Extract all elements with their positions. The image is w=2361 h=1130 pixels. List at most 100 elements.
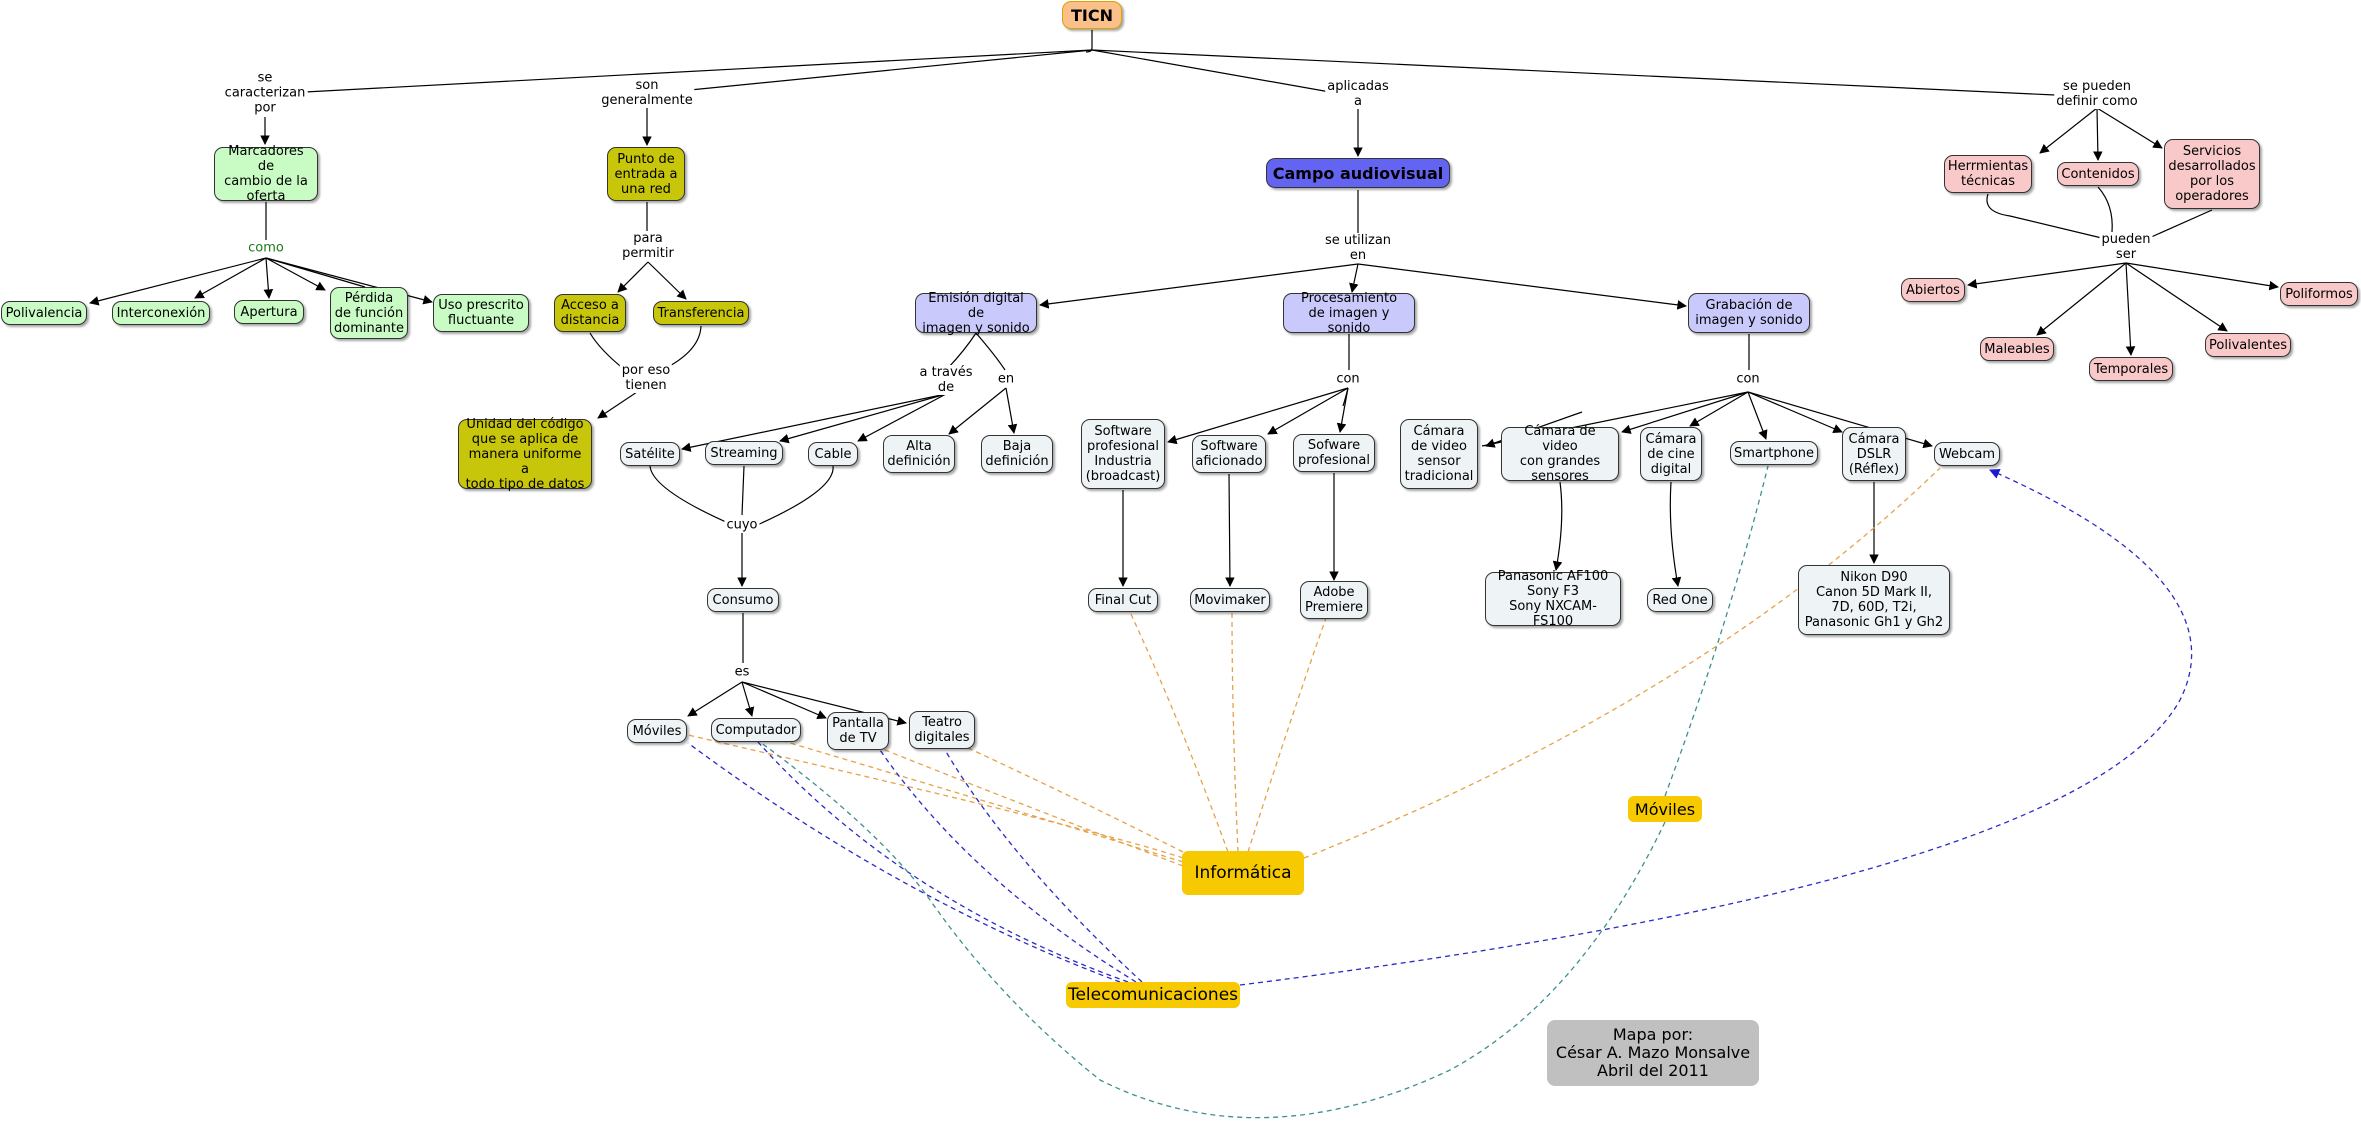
link-para-permitir: para permitir <box>620 231 676 261</box>
link-streaming-cuyo <box>741 465 745 516</box>
node-sw-profesional-industria[interactable]: Software profesional Industria (broadcas… <box>1081 419 1165 489</box>
node-final-cut[interactable]: Final Cut <box>1088 588 1158 612</box>
link-aplicadas-a: aplicadas a <box>1325 79 1391 109</box>
node-maleables[interactable]: Maleables <box>1980 337 2054 361</box>
link-como-target-0 <box>89 257 267 306</box>
credits-box: Mapa por: César A. Mazo Monsalve Abril d… <box>1547 1020 1759 1086</box>
node-contenidos[interactable]: Contenidos <box>2057 162 2139 186</box>
dashed-moviles-computador <box>759 741 1666 1119</box>
link-seutilizan-grabacion <box>1357 263 1687 310</box>
node-unidad[interactable]: Unidad del código que se aplica de maner… <box>458 417 592 492</box>
dashed-informatica-webcam <box>1303 467 1941 859</box>
dashed-informatica-finalcut <box>1129 611 1229 853</box>
node-acceso[interactable]: Acceso a distancia <box>554 294 626 332</box>
node-cam-sensores[interactable]: Cámara de video con grandes sensores <box>1501 424 1619 484</box>
node-polivalentes[interactable]: Polivalentes <box>2205 333 2291 357</box>
node-smartphone[interactable]: Smartphone <box>1730 441 1818 465</box>
link-pueden-maleables <box>2036 262 2127 336</box>
node-punto-entrada[interactable]: Punto de entrada a una red <box>607 147 685 201</box>
link-ticn-aplicadas <box>1091 49 1331 93</box>
category-telecomunicaciones[interactable]: Telecomunicaciones <box>1066 982 1240 1008</box>
link-con-dslr <box>1747 391 1843 434</box>
node-campo-audiovisual[interactable]: Campo audiovisual <box>1266 158 1450 188</box>
node-streaming[interactable]: Streaming <box>705 441 783 465</box>
node-ticn[interactable]: TICN <box>1062 1 1122 29</box>
node-panasonic[interactable]: Panasonic AF100 Sony F3 Sony NXCAM-FS100 <box>1485 569 1621 629</box>
node-perdida[interactable]: Pérdida de función dominante <box>330 287 408 339</box>
node-poliformos[interactable]: Poliformos <box>2280 282 2358 306</box>
link-como-target-3 <box>265 257 326 291</box>
link-ticn-definir <box>1091 49 2056 96</box>
link-con-procesamiento: con <box>1334 371 1362 387</box>
node-baja-definicion[interactable]: Baja definición <box>981 435 1053 473</box>
dashed-informatica-adobe <box>1247 617 1327 853</box>
link-con-smartphone <box>1747 391 1768 440</box>
link-como-perdida-top <box>265 257 366 288</box>
node-polivalencia[interactable]: Polivalencia <box>1 301 87 325</box>
link-con-sensores <box>1621 391 1749 434</box>
link-en: en <box>995 371 1017 387</box>
node-red-one[interactable]: Red One <box>1647 588 1713 612</box>
node-uso-prescrito[interactable]: Uso prescrito fluctuante <box>433 294 529 332</box>
node-movimaker[interactable]: Movimaker <box>1190 588 1270 612</box>
node-webcam[interactable]: Webcam <box>1934 442 2000 466</box>
node-cam-cine[interactable]: Cámara de cine digital <box>1640 427 1702 481</box>
node-grabacion[interactable]: Grabación de imagen y sonido <box>1688 293 1810 333</box>
node-satelite[interactable]: Satélite <box>620 442 680 466</box>
node-emision[interactable]: Emisión digital de imagen y sonido <box>915 291 1037 336</box>
dashed-telecom-teatro <box>944 749 1143 983</box>
link-definir-contenidos <box>2093 107 2103 161</box>
node-sw-aficionado[interactable]: Software aficionado <box>1192 435 1266 473</box>
node-interconexion[interactable]: Interconexión <box>112 301 210 325</box>
node-marcadores[interactable]: Marcadores de cambio de la oferta <box>214 144 318 204</box>
link-pueden-poliformos <box>2125 262 2279 291</box>
link-se-utilizan-en: se utilizan en <box>1322 233 1394 263</box>
dashed-moviles-smartphone <box>1664 465 1769 797</box>
node-herramientas[interactable]: Herrmientas técnicas <box>1944 155 2032 193</box>
node-alta-definicion[interactable]: Alta definición <box>883 435 955 473</box>
link-en-alta <box>948 387 1007 435</box>
node-moviles-device[interactable]: Móviles <box>627 719 687 743</box>
node-transferencia[interactable]: Transferencia <box>653 301 749 325</box>
link-atraves-satelite <box>681 393 947 452</box>
node-abiertos[interactable]: Abiertos <box>1901 278 1965 302</box>
link-pueden-polivalentes <box>2125 262 2228 332</box>
link-contenidos-pueden <box>2097 186 2113 233</box>
node-cam-dslr[interactable]: Cámara DSLR (Réflex) <box>1842 427 1906 481</box>
link-pueden-abiertos <box>1967 262 2127 289</box>
node-procesamiento[interactable]: Procesamiento de imagen y sonido <box>1283 291 1415 336</box>
link-son-generalmente: son generalmente <box>599 78 695 108</box>
link-emision-atraves <box>947 332 977 369</box>
link-seutilizan-procesamiento <box>1349 263 1359 293</box>
link-aficionado-movimaker <box>1225 473 1235 587</box>
dashed-informatica-computador <box>779 739 1184 863</box>
node-teatro-digitales[interactable]: Teatro digitales <box>909 711 975 749</box>
category-moviles[interactable]: Móviles <box>1628 796 1702 822</box>
link-ticn-generalmente <box>689 49 1093 91</box>
link-ticn-caracterizan <box>304 49 1093 93</box>
link-cable-cuyo <box>754 465 834 527</box>
link-atraves-streaming <box>779 393 947 444</box>
link-poreso-unidad <box>597 389 641 419</box>
link-seutilizan-emision <box>1039 263 1359 309</box>
node-pantalla-tv[interactable]: Pantalla de TV <box>827 712 889 750</box>
node-consumo[interactable]: Consumo <box>707 588 779 612</box>
node-servicios[interactable]: Servicios desarrollados por los operador… <box>2164 139 2260 209</box>
node-adobe-premiere[interactable]: Adobe Premiere <box>1300 581 1368 619</box>
node-computador[interactable]: Computador <box>711 718 801 742</box>
node-nikon[interactable]: Nikon D90 Canon 5D Mark II, 7D, 60D, T2i… <box>1798 565 1950 635</box>
node-cable[interactable]: Cable <box>808 442 858 466</box>
category-informatica[interactable]: Informática <box>1182 851 1304 895</box>
node-sw-profesional[interactable]: Sofware profesional <box>1293 434 1375 472</box>
link-a-traves-de: a través de <box>917 365 975 395</box>
link-definir-herramientas <box>2039 107 2098 154</box>
link-emision-en <box>975 332 1006 371</box>
node-apertura[interactable]: Apertura <box>234 300 304 324</box>
link-para-transferencia <box>647 261 687 300</box>
dashed-informatica-movimaker <box>1231 611 1239 853</box>
link-definir-servicios <box>2096 107 2163 149</box>
node-temporales[interactable]: Temporales <box>2089 357 2173 381</box>
dashed-telecom-moviles <box>687 742 1121 983</box>
node-cam-tradicional[interactable]: Cámara de video sensor tradicional <box>1400 419 1478 489</box>
